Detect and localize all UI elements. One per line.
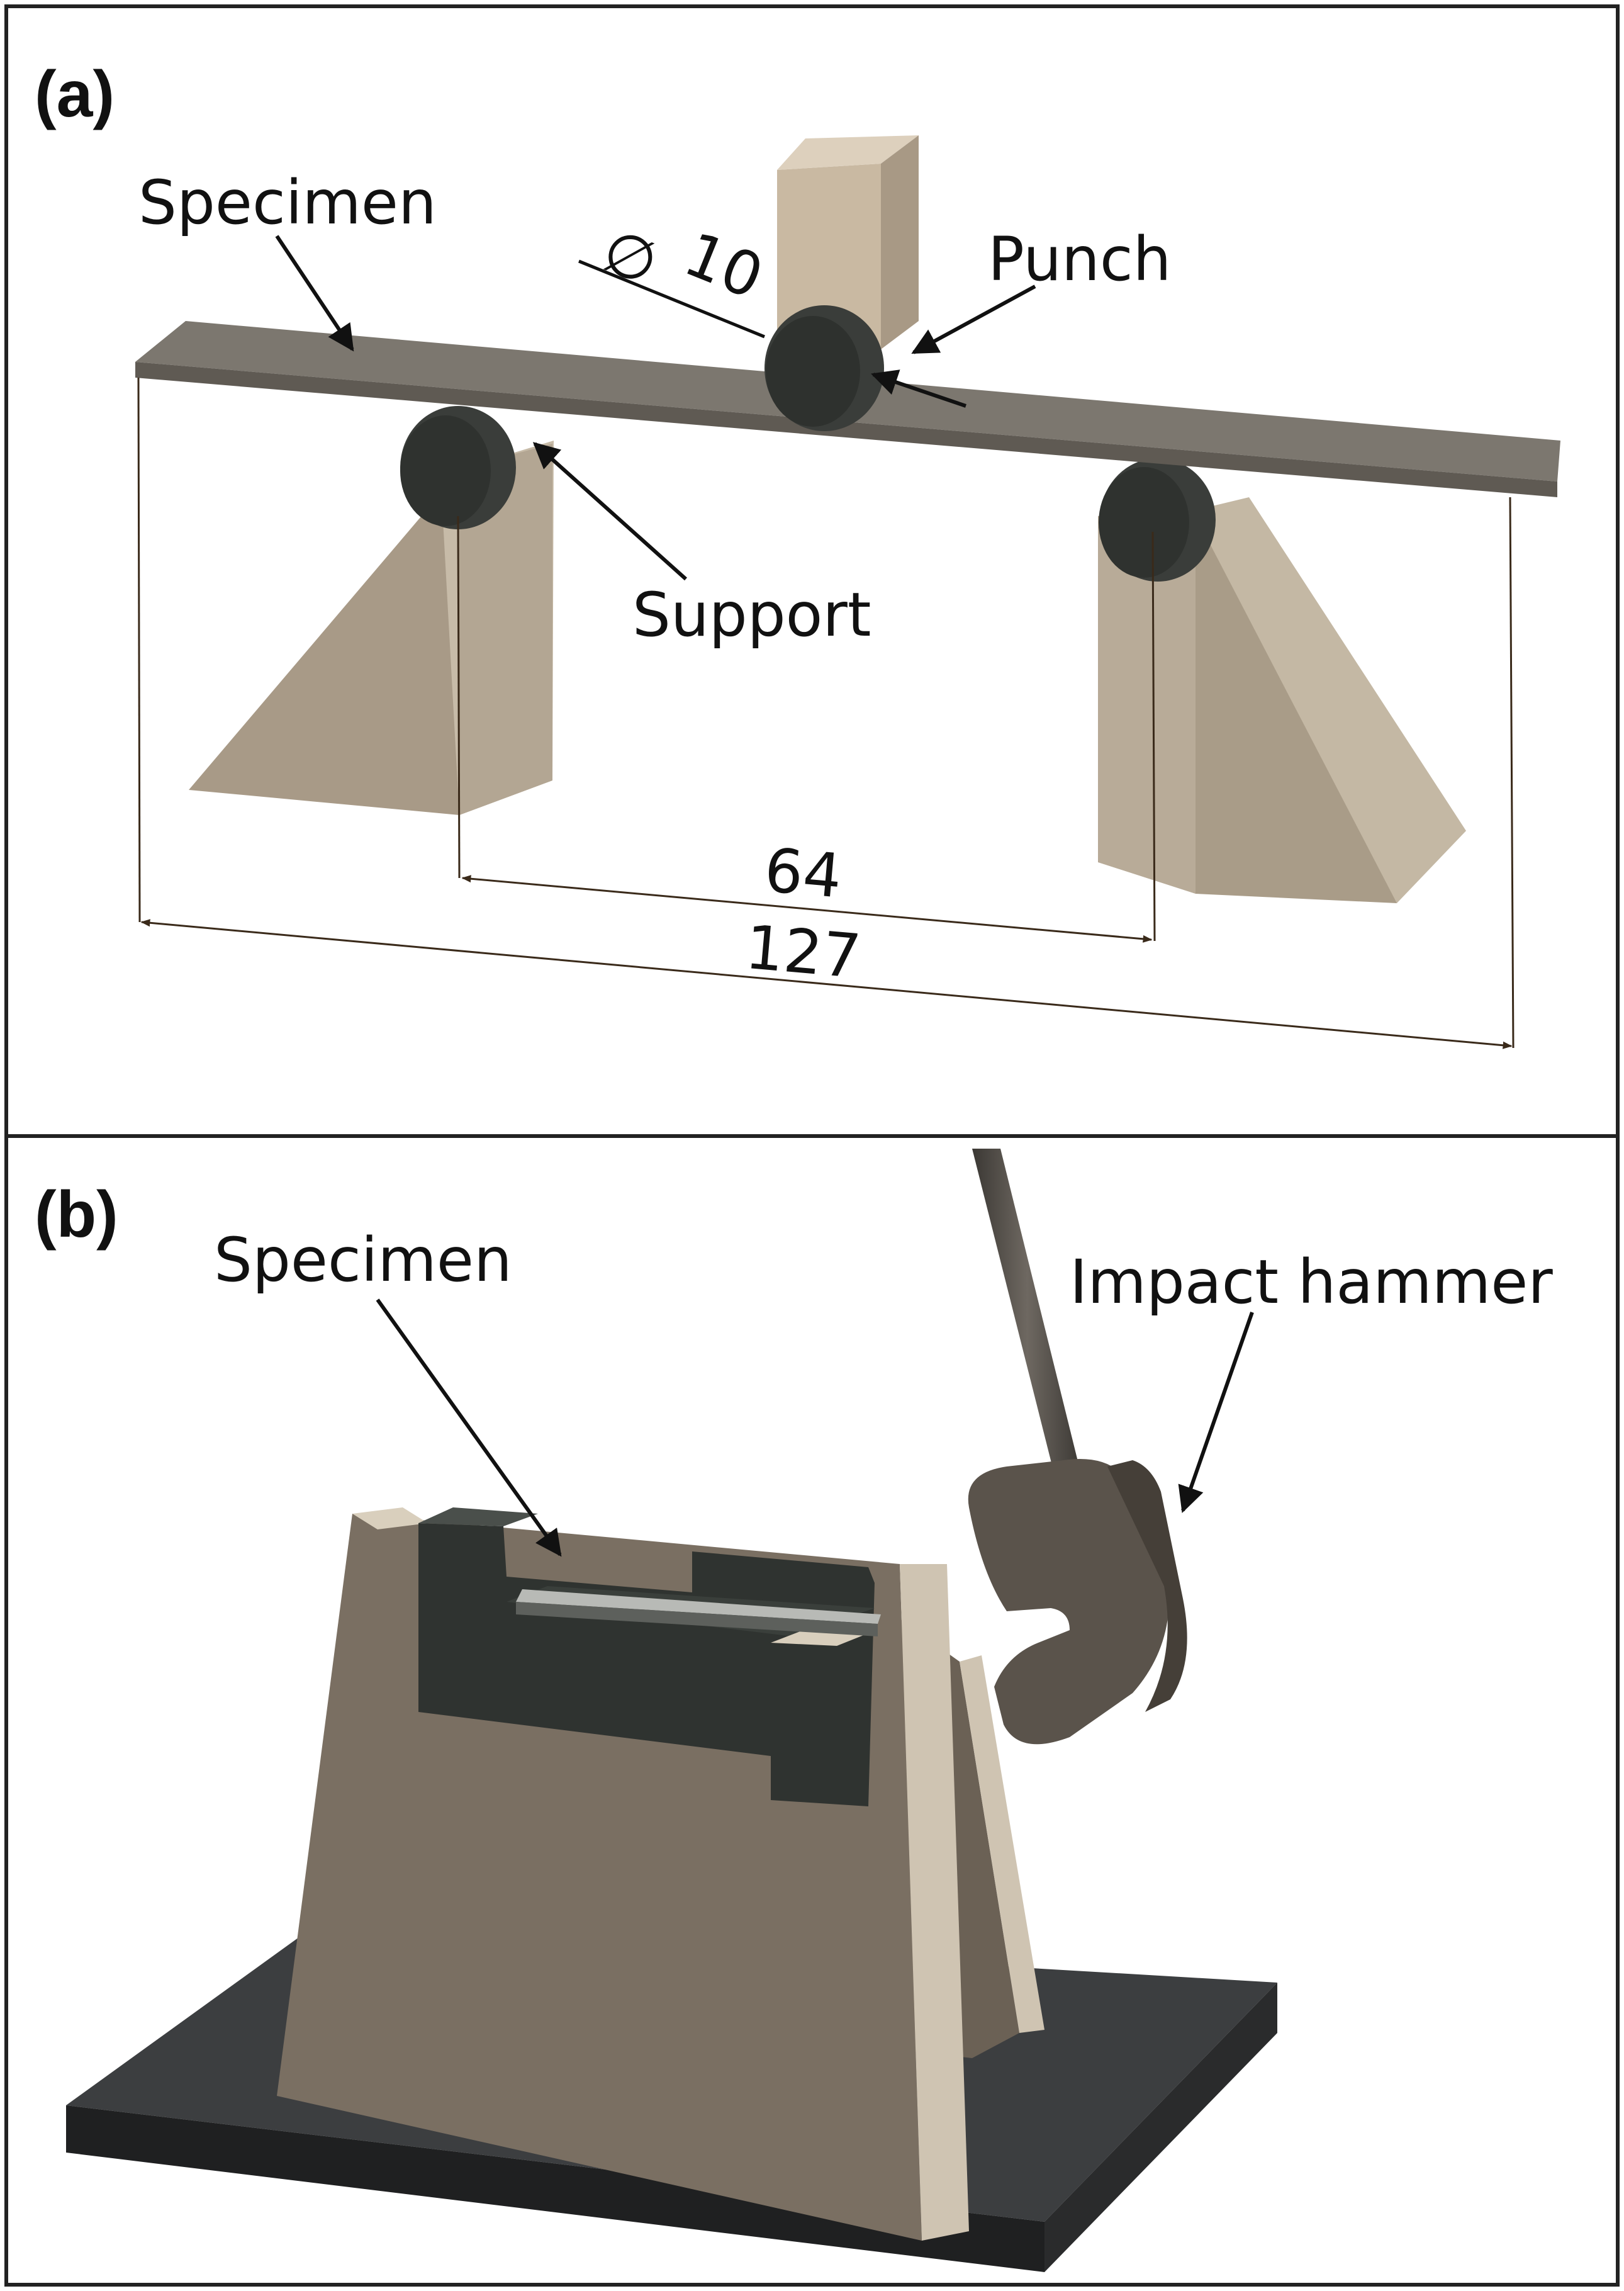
punch-block-side	[881, 135, 919, 349]
punch	[764, 135, 919, 431]
front-anvil-lip-left	[418, 1507, 538, 1526]
callout-arrows	[275, 235, 1036, 581]
base-plate-right	[1044, 1983, 1277, 2272]
specimen-beam-side	[135, 362, 1557, 497]
right-support-wedge	[1170, 497, 1466, 903]
dimension-lines	[137, 259, 1515, 1049]
rear-upright-edge	[960, 1655, 1044, 2033]
hammer-rod	[972, 1149, 1082, 1485]
right-support-roller-end	[1099, 467, 1189, 578]
specimen-label-a: Specimen	[138, 167, 437, 238]
dim-ext-left-specimen	[137, 377, 141, 923]
punch-diameter-value: 10	[675, 218, 773, 313]
punch-label: Punch	[988, 224, 1172, 295]
hammer-head	[968, 1459, 1170, 1745]
impact-hammer-label: Impact hammer	[1070, 1247, 1553, 1317]
specimen-arrow-b	[376, 1298, 562, 1557]
dim-ext-right-support	[1151, 531, 1156, 942]
specimen-label-b: Specimen	[214, 1225, 512, 1295]
panel-b-label: (b)	[35, 1178, 118, 1251]
right-support	[1098, 458, 1466, 903]
panel-a-label: (a)	[35, 58, 115, 131]
front-upright-top-edge	[352, 1507, 428, 1529]
support-arrow	[532, 442, 688, 581]
dim-line-127	[140, 919, 1513, 1049]
specimen-length-value: 127	[742, 912, 863, 993]
impact-hammer	[968, 1149, 1187, 1745]
callout-arrows-b	[376, 1298, 1254, 1557]
base-plate-front	[66, 2105, 1044, 2272]
diameter-symbol: ∅	[593, 215, 668, 300]
dim-leader-diameter	[578, 259, 765, 339]
punch-arrow	[911, 284, 1036, 354]
left-support-roller-end	[400, 415, 491, 526]
left-support-block-side	[459, 444, 552, 815]
panel-b: (b)	[35, 1149, 1553, 2272]
support-span-value: 64	[762, 835, 844, 911]
punch-block-top	[777, 135, 919, 170]
right-support-block	[1098, 504, 1196, 894]
dim-ext-right-specimen	[1509, 497, 1515, 1049]
punch-roller-end	[766, 316, 860, 427]
dim-ext-left-support	[457, 515, 461, 879]
figure-frame	[4, 4, 1620, 2287]
impact-hammer-arrow	[1178, 1312, 1254, 1513]
panel-a: (a)	[35, 58, 1560, 1049]
specimen-bar-top	[516, 1589, 881, 1624]
left-support-wedge	[189, 475, 459, 815]
specimen-arrow	[275, 235, 354, 352]
right-support-wedge-side	[1196, 516, 1397, 903]
punch-diameter-arrow	[871, 369, 966, 408]
left-support	[189, 406, 554, 815]
support-label: Support	[632, 580, 871, 650]
hammer-head-side	[1107, 1460, 1187, 1712]
front-upright-edge	[900, 1564, 969, 2241]
punch-block-front	[777, 164, 881, 356]
specimen-bar	[516, 1589, 881, 1636]
specimen-bar-front	[516, 1602, 878, 1636]
